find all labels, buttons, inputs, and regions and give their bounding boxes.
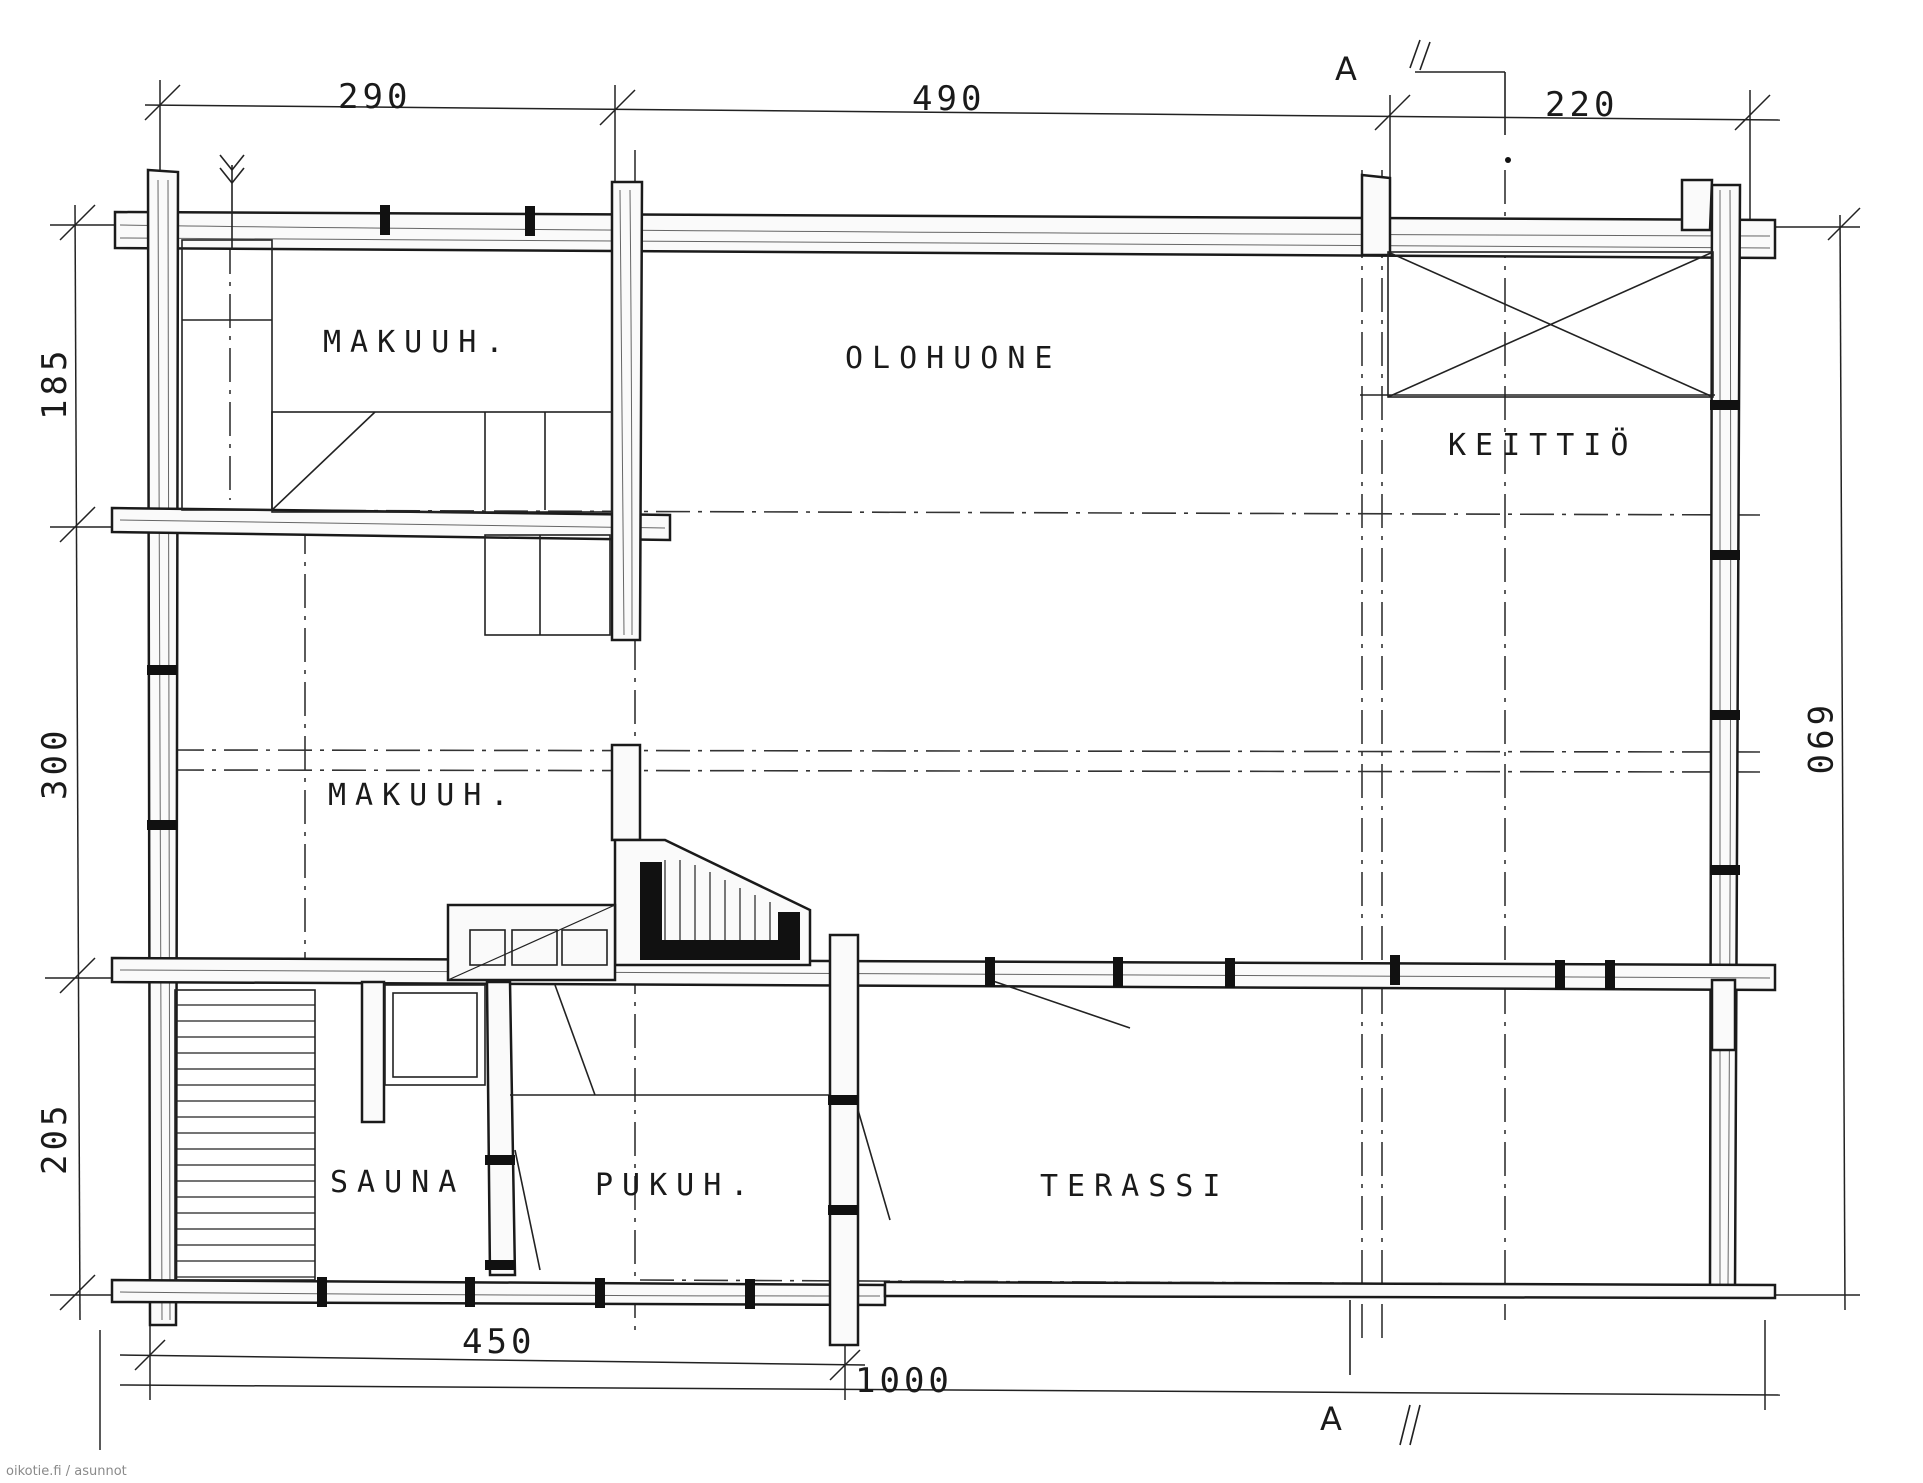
window-post-marker [147, 665, 177, 675]
window-post-marker [1710, 550, 1740, 560]
dimension-bottom-total: 1000 [855, 1361, 953, 1401]
window-posts [147, 205, 1740, 1309]
window-post-marker [147, 820, 177, 830]
window-post-marker [828, 1095, 858, 1105]
window-post-marker [1710, 865, 1740, 875]
closets [181, 239, 613, 636]
room-label-terassi: TERASSI [1040, 1169, 1229, 1204]
window-post-marker [1710, 710, 1740, 720]
dimension-top-left: 290 [338, 77, 411, 117]
window-post-marker [465, 1277, 475, 1307]
room-label-sauna: SAUNA [330, 1165, 465, 1200]
fireplace [446, 838, 812, 982]
window-post-marker [745, 1279, 755, 1309]
walls [110, 168, 1777, 1347]
kitchen-counter [1360, 251, 1715, 398]
watermark-text: oikotie.fi / asunnot [6, 1464, 127, 1479]
window-post-marker [1390, 955, 1400, 985]
dimension-bottom-partial: 450 [462, 1322, 535, 1362]
sauna-walls [360, 979, 1131, 1277]
dimension-lines [45, 80, 1861, 1450]
room-label-olohuone: OLOHUONE [845, 341, 1062, 376]
section-mark-top [1409, 39, 1511, 163]
section-label-bottom: A [1320, 1400, 1342, 1438]
window-post-marker [595, 1278, 605, 1308]
chimney-symbol [219, 154, 245, 250]
window-post-marker [1710, 400, 1740, 410]
section-label-top: A [1335, 50, 1357, 88]
section-mark-bottom [1349, 1300, 1421, 1446]
dimension-top-middle: 490 [912, 79, 985, 119]
window-post-marker [485, 1155, 515, 1165]
window-post-marker [1225, 958, 1235, 988]
window-post-marker [1605, 960, 1615, 990]
window-post-marker [525, 206, 535, 236]
window-post-marker [317, 1277, 327, 1307]
window-post-marker [828, 1205, 858, 1215]
dimension-right-total: 690 [1799, 705, 1839, 778]
window-post-marker [1555, 960, 1565, 990]
sauna-benches [174, 989, 316, 1281]
dimension-left-middle: 300 [35, 727, 75, 800]
room-label-keittio: KEITTIÖ [1448, 427, 1637, 463]
window-post-marker [1113, 957, 1123, 987]
room-label-makuuh-upper: MAKUUH. [323, 325, 512, 360]
room-label-makuuh-lower: MAKUUH. [328, 778, 517, 813]
window-post-marker [985, 957, 995, 987]
dimension-top-right: 220 [1545, 85, 1618, 125]
window-post-marker [380, 205, 390, 235]
room-label-pukuh: PUKUH. [595, 1168, 757, 1203]
dimension-left-lower: 205 [35, 1102, 75, 1175]
dimension-left-upper: 185 [35, 347, 75, 420]
window-post-marker [485, 1260, 515, 1270]
